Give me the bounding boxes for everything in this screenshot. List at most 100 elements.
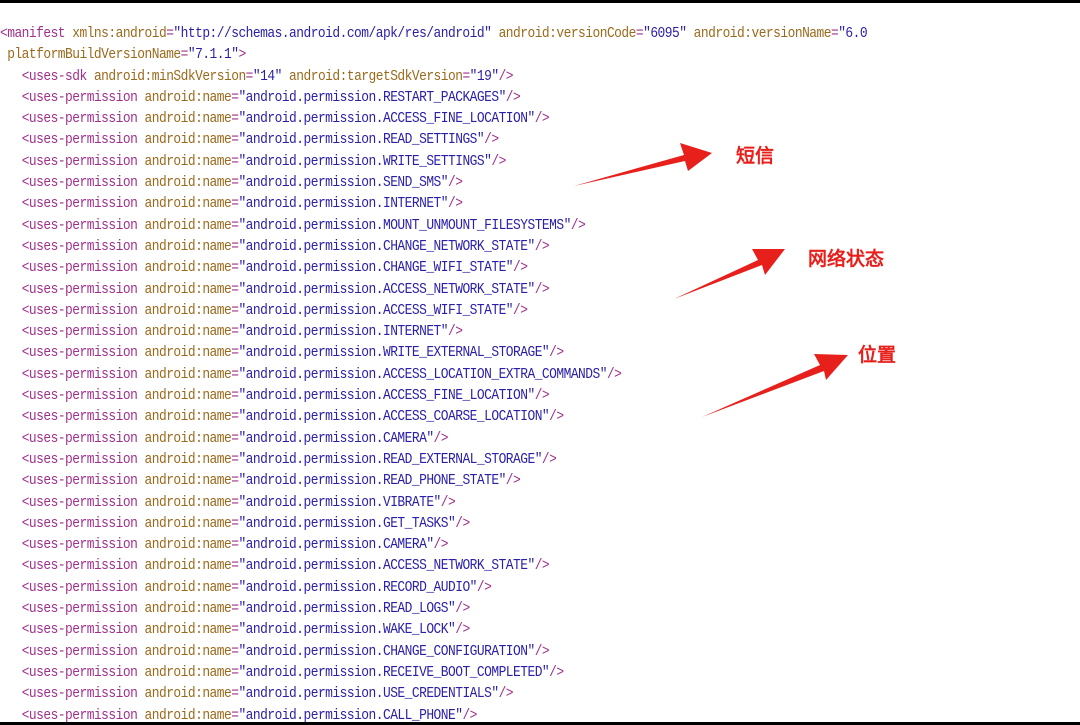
xml-attribute-value: "android.permission.ACCESS_FINE_LOCATION… xyxy=(238,110,535,128)
xml-tag-text: = xyxy=(462,67,470,85)
xml-tag-text xyxy=(282,68,289,85)
xml-tag-text: <manifest xyxy=(0,25,73,42)
xml-attribute-name: android:versionName xyxy=(693,25,832,42)
xml-tag-text: = xyxy=(231,110,239,128)
xml-tag-text: /> xyxy=(534,280,550,298)
code-line: <uses-sdk android:minSdkVersion="14" and… xyxy=(0,66,929,87)
code-line: <uses-permission android:name="android.p… xyxy=(0,321,929,342)
code-line: <uses-permission android:name="android.p… xyxy=(0,215,929,236)
xml-attribute-name: android:name xyxy=(144,323,232,341)
xml-attribute-value: "android.permission.RESTART_PACKAGES" xyxy=(238,88,506,106)
code-line: <uses-permission android:name="android.p… xyxy=(0,257,929,278)
code-line: <uses-permission android:name="android.p… xyxy=(0,492,929,513)
xml-tag-text: = xyxy=(231,557,239,575)
xml-attribute-value: "http://schemas.android.com/apk/res/andr… xyxy=(173,25,492,42)
xml-attribute-name: platformBuildVersionName xyxy=(7,46,181,64)
xml-attribute-value: "android.permission.WRITE_EXTERNAL_STORA… xyxy=(238,344,550,362)
code-line: <uses-permission android:name="android.p… xyxy=(0,470,929,491)
xml-attribute-value: "android.permission.GET_TASKS" xyxy=(238,514,456,532)
xml-attribute-value: "android.permission.MOUNT_UNMOUNT_FILESY… xyxy=(238,216,571,234)
xml-tag-text: <uses-permission xyxy=(21,472,145,490)
xml-attribute-name: android:name xyxy=(144,578,232,596)
xml-tag-text: <uses-permission xyxy=(21,621,145,639)
xml-tag-text: /> xyxy=(541,450,557,468)
xml-tag-text: /> xyxy=(448,323,463,341)
xml-tag-text: = xyxy=(231,174,239,192)
xml-attribute-value: "android.permission.CAMERA" xyxy=(238,536,434,554)
xml-tag-text: /> xyxy=(505,88,521,106)
xml-tag-text: /> xyxy=(491,152,506,170)
xml-tag-text: <uses-permission xyxy=(21,557,145,575)
xml-tag-text: /> xyxy=(606,365,622,383)
xml-tag-text: > xyxy=(238,46,246,64)
xml-attribute-name: android:name xyxy=(144,344,232,362)
code-line: <uses-permission android:name="android.p… xyxy=(0,236,929,257)
xml-attribute-value: "android.permission.ACCESS_COARSE_LOCATI… xyxy=(238,408,550,426)
xml-attribute-name: android:name xyxy=(144,237,232,255)
xml-tag-text: /> xyxy=(498,685,514,703)
xml-attribute-name: android:name xyxy=(144,131,232,149)
xml-tag-text: <uses-permission xyxy=(21,536,145,554)
code-line: <uses-permission android:name="android.p… xyxy=(0,279,929,300)
xml-attribute-value: "android.permission.RECEIVE_BOOT_COMPLET… xyxy=(238,663,550,681)
xml-tag-text: <uses-permission xyxy=(21,110,145,128)
xml-tag-text: /> xyxy=(570,216,586,234)
xml-tag-text: /> xyxy=(484,131,499,149)
xml-attribute-value: "android.permission.CHANGE_NETWORK_STATE… xyxy=(238,237,535,255)
xml-tag-text: <uses-sdk xyxy=(21,67,94,85)
xml-tag-text: = xyxy=(231,706,239,724)
xml-tag-text: <uses-permission xyxy=(21,195,145,213)
xml-tag-text: = xyxy=(231,280,239,298)
xml-tag-text: /> xyxy=(448,174,463,192)
xml-tag-text: = xyxy=(231,450,239,468)
xml-tag-text: = xyxy=(231,578,239,596)
xml-tag-text: = xyxy=(231,237,239,255)
xml-tag-text xyxy=(686,25,693,42)
xml-tag-text: <uses-permission xyxy=(21,493,145,511)
xml-tag-text: /> xyxy=(549,344,564,362)
xml-attribute-name: android:name xyxy=(144,88,232,106)
xml-tag-text: /> xyxy=(513,259,528,277)
xml-tag-text: = xyxy=(231,685,239,703)
code-line: <uses-permission android:name="android.p… xyxy=(0,193,929,214)
annotation-sms-label: 短信 xyxy=(736,145,775,167)
code-line: <uses-permission android:name="android.p… xyxy=(0,619,929,640)
xml-tag-text: /> xyxy=(505,472,521,490)
code-line: <uses-permission android:name="android.p… xyxy=(0,172,929,193)
xml-tag-text: = xyxy=(231,536,239,554)
xml-tag-text: /> xyxy=(534,387,550,405)
code-line: <uses-permission android:name="android.p… xyxy=(0,577,929,598)
xml-attribute-name: android:minSdkVersion xyxy=(93,67,246,85)
manifest-xml-code: <manifest xmlns:android="http://schemas.… xyxy=(0,23,1080,724)
code-line: <uses-permission android:name="android.p… xyxy=(0,683,929,704)
xml-tag-text: /> xyxy=(534,642,550,660)
code-line: <uses-permission android:name="android.p… xyxy=(0,449,929,470)
xml-attribute-value: "6.0 xyxy=(838,25,868,42)
xml-tag-text: <uses-permission xyxy=(21,408,145,426)
xml-attribute-value: "7.1.1" xyxy=(187,46,239,64)
xml-attribute-name: android:name xyxy=(144,387,232,405)
xml-tag-text: = xyxy=(231,323,239,341)
xml-tag-text: = xyxy=(231,493,239,511)
xml-attribute-value: "android.permission.ACCESS_NETWORK_STATE… xyxy=(238,280,535,298)
xml-attribute-value: "android.permission.RECORD_AUDIO" xyxy=(238,578,477,596)
xml-tag-text: <uses-permission xyxy=(21,450,145,468)
xml-tag-text: <uses-permission xyxy=(21,323,145,341)
xml-attribute-value: "android.permission.READ_EXTERNAL_STORAG… xyxy=(238,450,542,468)
xml-tag-text: <uses-permission xyxy=(21,429,145,447)
xml-tag-text: = xyxy=(231,344,239,362)
xml-tag-text: = xyxy=(231,216,239,234)
xml-attribute-name: android:name xyxy=(144,557,232,575)
xml-tag-text: <uses-permission xyxy=(21,344,145,362)
annotation-location-label: 位置 xyxy=(858,344,897,366)
xml-tag-text: = xyxy=(231,152,239,170)
xml-tag-text: = xyxy=(231,259,239,277)
xml-tag-text: = xyxy=(231,642,239,660)
xml-attribute-value: "android.permission.WAKE_LOCK" xyxy=(238,621,456,639)
xml-tag-text: /> xyxy=(433,429,449,447)
xml-tag-text: = xyxy=(245,67,254,85)
xml-tag-text: <uses-permission xyxy=(21,259,145,277)
xml-tag-text: /> xyxy=(513,301,528,319)
xml-attribute-name: android:name xyxy=(144,706,232,724)
